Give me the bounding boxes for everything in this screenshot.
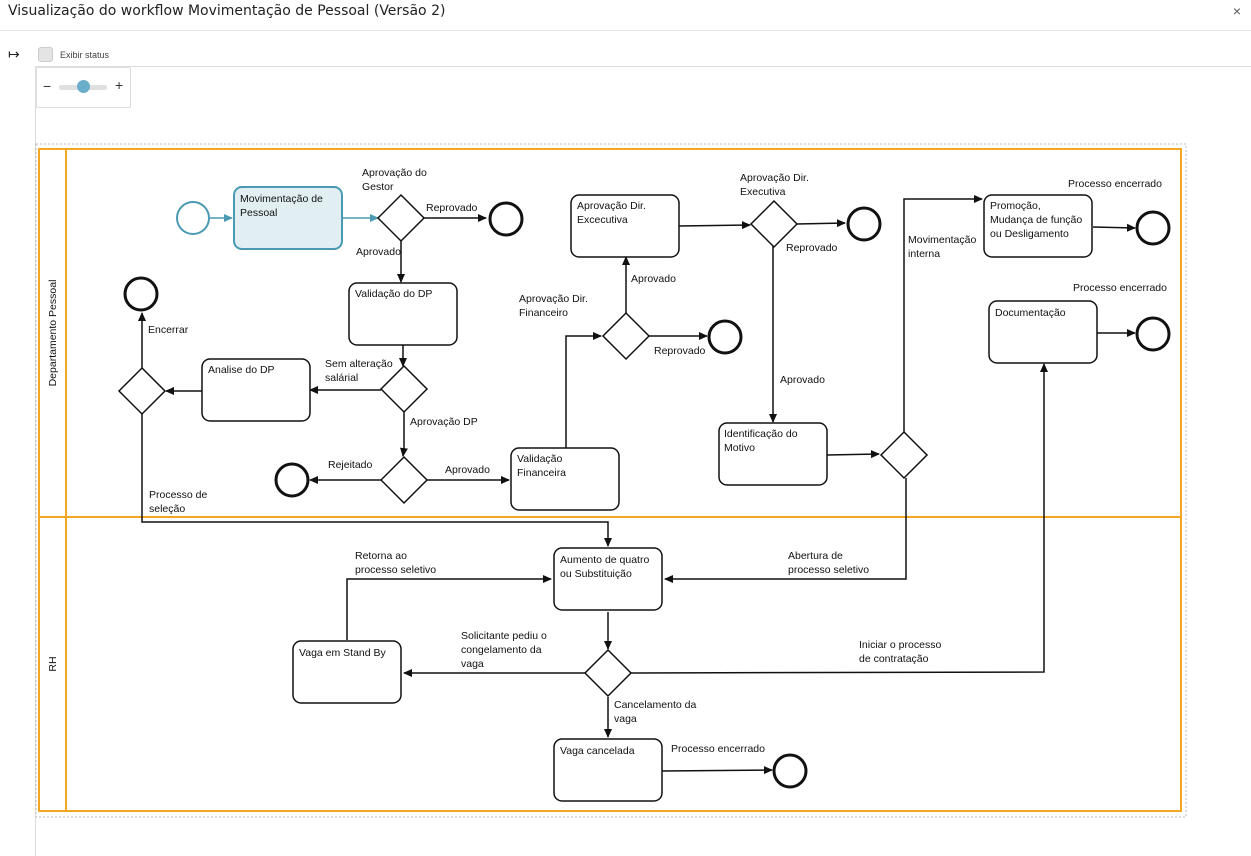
modal-title: Visualização do workflow Movimentação de… bbox=[8, 3, 446, 19]
zoom-in-button[interactable]: + bbox=[115, 77, 124, 93]
show-status-option: Exibir status bbox=[38, 47, 109, 62]
zoom-out-button[interactable]: − bbox=[43, 78, 52, 94]
zoom-slider-handle[interactable] bbox=[76, 80, 90, 93]
diagram-canvas[interactable] bbox=[35, 66, 1251, 856]
close-icon[interactable]: × bbox=[1232, 3, 1241, 19]
toggle-panel-icon[interactable]: ↦ bbox=[8, 46, 20, 62]
show-status-checkbox[interactable] bbox=[38, 47, 53, 62]
show-status-label: Exibir status bbox=[60, 49, 110, 60]
modal-header: Visualização do workflow Movimentação de… bbox=[0, 0, 1251, 31]
zoom-control: − + bbox=[36, 67, 131, 108]
